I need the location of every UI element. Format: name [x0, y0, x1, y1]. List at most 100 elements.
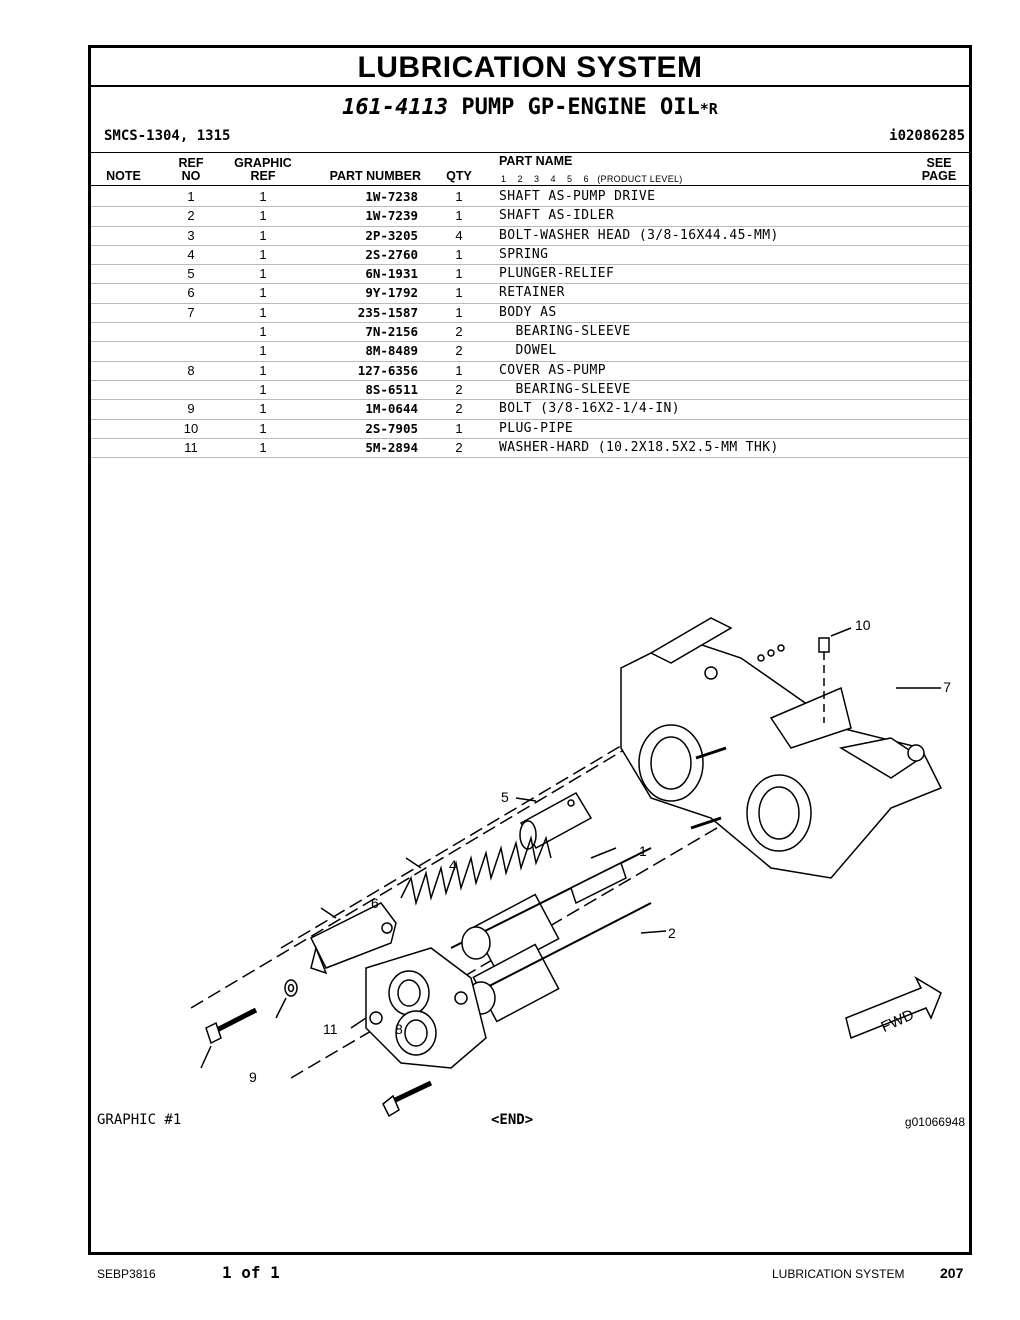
part-number: 1W-7239	[365, 208, 418, 224]
ref-no: 9	[187, 401, 195, 417]
callout-11: 11	[323, 1021, 338, 1037]
group-part-number: 161-4113	[342, 95, 449, 120]
qty: 1	[455, 362, 463, 378]
graphic-ref: 1	[259, 285, 267, 301]
col-see-bottom: PAGE	[921, 169, 957, 183]
col-ref-top: REF	[178, 156, 204, 170]
col-part-number: PART NUMBER	[329, 169, 421, 183]
table-row: 9 1 1M-0644 2 BOLT (3/8-16X2-1/4-IN)	[91, 400, 969, 420]
qty: 2	[455, 381, 463, 397]
ref-no: 10	[183, 420, 199, 436]
part-name: DOWEL	[499, 343, 557, 359]
document-number: SEBP3816	[97, 1267, 156, 1281]
callout-7: 7	[943, 679, 951, 695]
callout-6: 6	[371, 895, 379, 911]
ref-no: 2	[187, 208, 195, 224]
graphic-ref: 1	[259, 439, 267, 455]
col-note: NOTE	[106, 169, 141, 183]
graphic-label: GRAPHIC #1	[97, 1112, 182, 1128]
page-number: 207	[940, 1265, 964, 1281]
part-name: PLUNGER-RELIEF	[499, 266, 615, 282]
ref-no: 7	[187, 304, 195, 320]
part-name: BOLT-WASHER HEAD (3/8-16X44.45-MM)	[499, 227, 779, 243]
ref-no: 11	[184, 439, 198, 455]
part-name: BOLT (3/8-16X2-1/4-IN)	[499, 401, 680, 417]
qty: 1	[455, 266, 463, 282]
qty: 1	[455, 420, 463, 436]
illustration-id: i02086285	[889, 128, 965, 144]
col-part-name: PART NAME	[499, 154, 573, 168]
table-row: 2 1 1W-7239 1 SHAFT AS-IDLER	[91, 207, 969, 227]
part-name: SHAFT AS-IDLER	[499, 208, 615, 224]
ref-no: 1	[187, 189, 195, 204]
part-name: RETAINER	[499, 285, 565, 301]
group-suffix: *R	[699, 100, 718, 118]
table-row: 4 1 2S-2760 1 SPRING	[91, 246, 969, 266]
part-name: SPRING	[499, 246, 549, 262]
part-name: COVER AS-PUMP	[499, 362, 606, 378]
graphic-ref: 1	[259, 246, 267, 262]
ref-no: 5	[187, 266, 195, 282]
col-qty: QTY	[446, 169, 472, 183]
part-name: WASHER-HARD (10.2X18.5X2.5-MM THK)	[499, 439, 779, 455]
qty: 1	[455, 246, 463, 262]
graphic-ref: 1	[259, 227, 267, 243]
graphic-ref: 1	[259, 381, 267, 397]
callout-5: 5	[501, 789, 509, 805]
smcs-codes: SMCS-1304, 1315	[104, 128, 231, 144]
section-title: LUBRICATION SYSTEM	[91, 48, 969, 87]
qty: 2	[455, 324, 463, 340]
footer-section: LUBRICATION SYSTEM	[772, 1267, 905, 1281]
ref-no: 8	[187, 362, 195, 378]
parts-page-frame: LUBRICATION SYSTEM 161-4113 PUMP GP-ENGI…	[88, 45, 972, 1255]
part-number: 8S-6511	[365, 381, 418, 397]
graphic-ref: 1	[259, 208, 267, 224]
callout-2: 2	[668, 925, 676, 941]
graphic-ref: 1	[259, 401, 267, 417]
callout-10: 10	[855, 617, 871, 633]
part-name: BODY AS	[499, 304, 557, 320]
graphic-ref: 1	[259, 324, 267, 340]
graphic-ref: 1	[259, 304, 267, 320]
part-number: 7N-2156	[365, 324, 418, 340]
part-number: 1W-7238	[365, 189, 418, 204]
part-name: SHAFT AS-PUMP DRIVE	[499, 189, 656, 204]
end-marker: <END>	[491, 1112, 534, 1128]
qty: 4	[455, 227, 463, 243]
part-name: BEARING-SLEEVE	[499, 324, 631, 340]
group-name: PUMP GP-ENGINE OIL	[461, 95, 700, 120]
table-row: 7 1 235-1587 1 BODY AS	[91, 304, 969, 324]
qty: 2	[455, 401, 463, 417]
graphic-ref: 1	[259, 343, 267, 359]
callout-8: 8	[395, 1021, 403, 1037]
callout-9: 9	[249, 1069, 257, 1085]
graphic-ref: 1	[259, 266, 267, 282]
col-graphic-bottom: REF	[250, 169, 276, 183]
callout-1: 1	[639, 843, 647, 859]
part-name: PLUG-PIPE	[499, 420, 574, 436]
part-name: BEARING-SLEEVE	[499, 381, 631, 397]
graphic-ref: 1	[259, 420, 267, 436]
part-number: 235-1587	[357, 304, 418, 320]
col-graphic-top: GRAPHIC	[234, 156, 292, 170]
graphic-ref: 1	[259, 189, 267, 204]
group-title: 161-4113 PUMP GP-ENGINE OIL*R	[91, 88, 969, 129]
qty: 1	[455, 208, 463, 224]
part-number: 1M-0644	[365, 401, 418, 417]
ref-no: 4	[187, 246, 195, 262]
ref-no: 6	[187, 285, 195, 301]
qty: 1	[455, 285, 463, 301]
header-bottom-divider	[91, 185, 969, 186]
table-row: 1 8S-6511 2 BEARING-SLEEVE	[91, 381, 969, 401]
exploded-view-illustration: 10 7 5 4 1 6 2 11 8 9 3 FWD	[190, 617, 951, 1118]
part-number: 2S-2760	[365, 246, 418, 262]
qty: 1	[455, 304, 463, 320]
